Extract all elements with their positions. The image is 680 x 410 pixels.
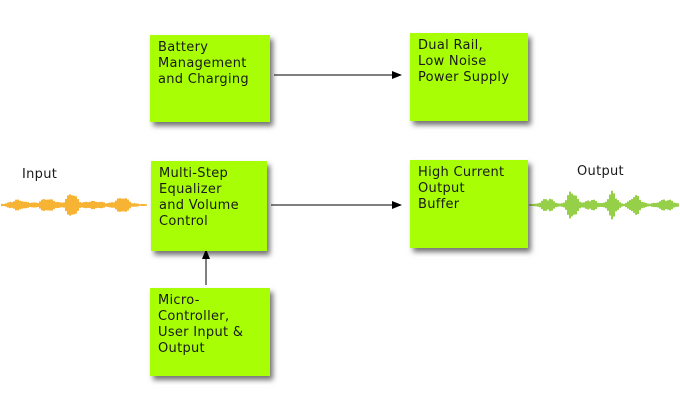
output-label: Output — [577, 164, 624, 179]
input-label: Input — [22, 167, 58, 182]
equalizer-block: Multi-Step Equalizer and Volume Control — [151, 161, 267, 251]
output-waveform — [529, 190, 679, 220]
output-buffer-block: High Current Output Buffer — [410, 160, 528, 248]
battery-management-block: Battery Management and Charging — [150, 35, 270, 122]
microcontroller-block: Micro- Controller, User Input & Output — [150, 288, 270, 376]
input-waveform — [1, 194, 147, 216]
power-supply-block: Dual Rail, Low Noise Power Supply — [410, 33, 528, 121]
